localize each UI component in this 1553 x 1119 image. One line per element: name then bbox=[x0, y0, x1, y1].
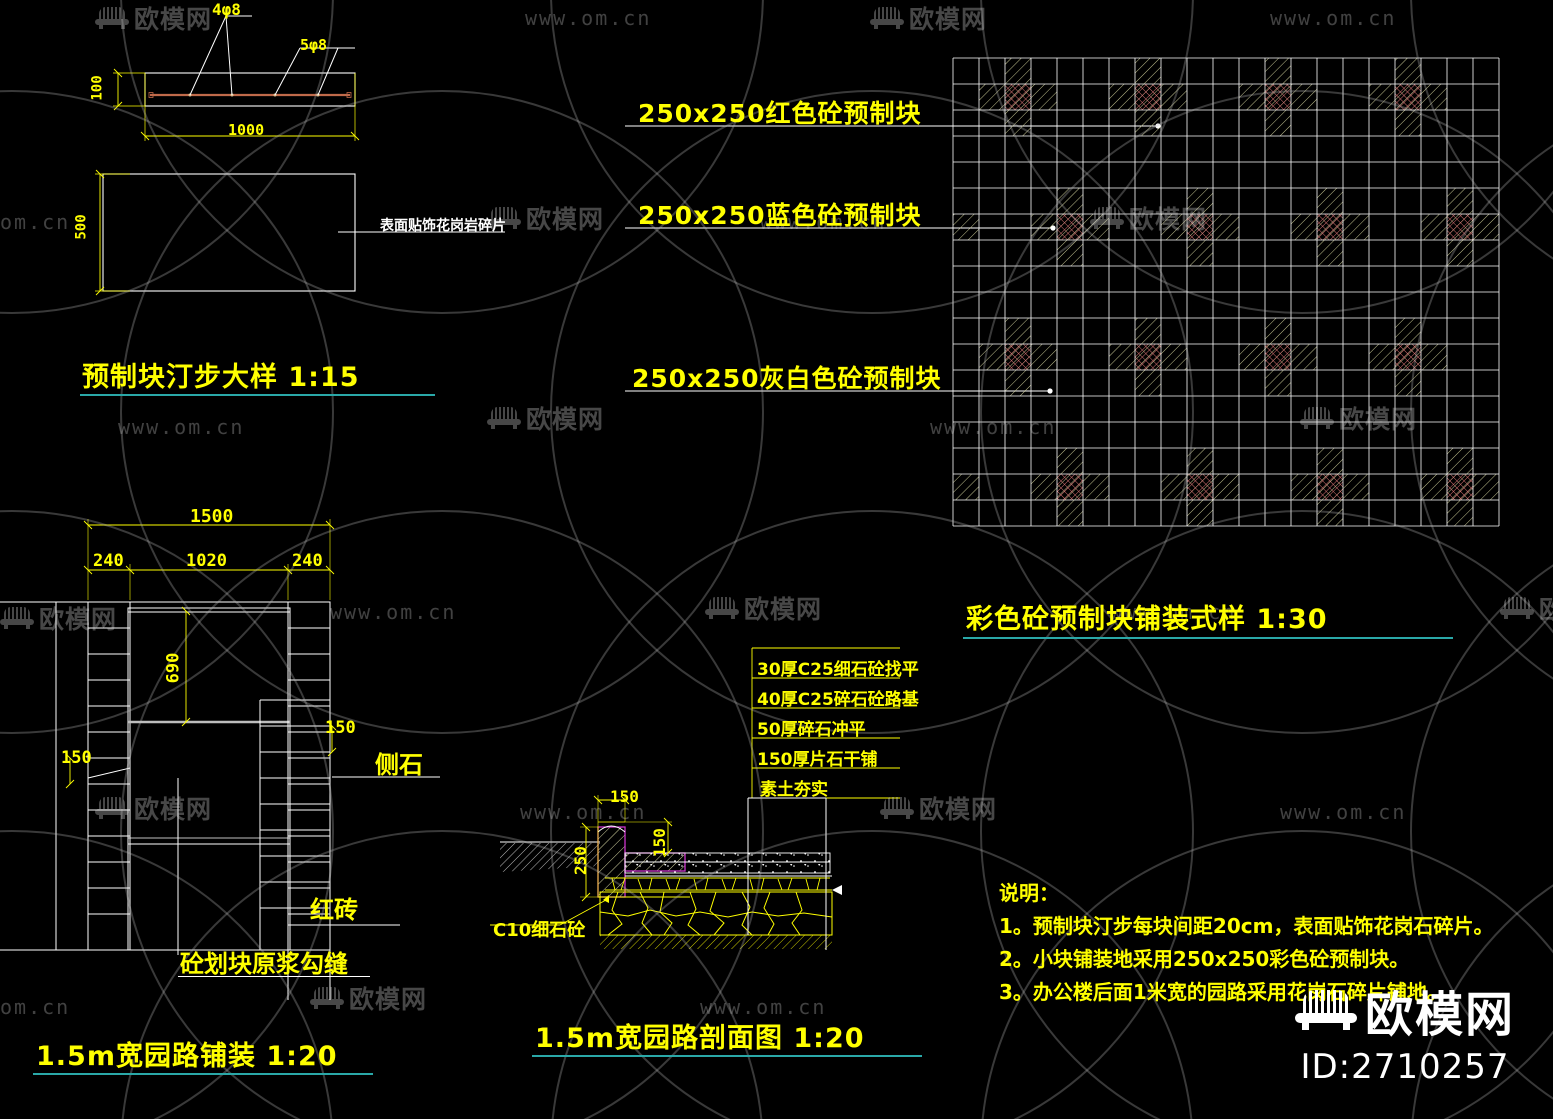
paving-cell bbox=[1057, 500, 1083, 526]
paving-cell bbox=[1161, 474, 1187, 500]
paving-cell bbox=[1005, 58, 1031, 84]
paving-cell bbox=[1161, 84, 1187, 110]
paving-cell bbox=[1421, 474, 1447, 500]
paving-cell bbox=[1421, 214, 1447, 240]
paving-cell bbox=[979, 344, 1005, 370]
paving-cell bbox=[1031, 214, 1057, 240]
paving-cell bbox=[1057, 240, 1083, 266]
stepstone-detail-drawing bbox=[95, 15, 505, 296]
paving-cell bbox=[1161, 214, 1187, 240]
paving-cell bbox=[1083, 474, 1109, 500]
paving-cell bbox=[1265, 318, 1291, 344]
paving-cell bbox=[1109, 84, 1135, 110]
paving-cell bbox=[1057, 474, 1083, 500]
paving-cell bbox=[1473, 474, 1499, 500]
paving-cell bbox=[1291, 214, 1317, 240]
paving-cell bbox=[953, 214, 979, 240]
paving-cell bbox=[1135, 344, 1161, 370]
paving-cell bbox=[1473, 214, 1499, 240]
paving-cell bbox=[1031, 84, 1057, 110]
paving-cell bbox=[1213, 474, 1239, 500]
paving-cell bbox=[1057, 214, 1083, 240]
watermark-primary: 欧模网 ID:2710257 bbox=[1295, 975, 1515, 1087]
paving-cell bbox=[1265, 58, 1291, 84]
paving-cell bbox=[1187, 188, 1213, 214]
paving-cell bbox=[1213, 214, 1239, 240]
paving-cell bbox=[1447, 214, 1473, 240]
paving-cell bbox=[1083, 214, 1109, 240]
paving-cell bbox=[1395, 84, 1421, 110]
paving-cell bbox=[1421, 84, 1447, 110]
paving-cell bbox=[1135, 370, 1161, 396]
paving-cell bbox=[1395, 110, 1421, 136]
paving-cell bbox=[1317, 448, 1343, 474]
paving-cell bbox=[1447, 500, 1473, 526]
paving-cell bbox=[1135, 318, 1161, 344]
paving-cell bbox=[953, 474, 979, 500]
road-plan-drawing bbox=[0, 519, 440, 1000]
paving-cell bbox=[1187, 240, 1213, 266]
paving-cell bbox=[1343, 214, 1369, 240]
paving-cell bbox=[1187, 214, 1213, 240]
paving-cell bbox=[1135, 110, 1161, 136]
paving-cell bbox=[1447, 448, 1473, 474]
paving-cell bbox=[1265, 370, 1291, 396]
paving-cell bbox=[1369, 84, 1395, 110]
watermark-brand-text: 欧模网 bbox=[1365, 987, 1516, 1043]
paving-cell bbox=[1135, 84, 1161, 110]
paving-cell bbox=[1447, 188, 1473, 214]
paving-cell bbox=[1135, 58, 1161, 84]
paving-cell bbox=[1317, 214, 1343, 240]
paving-cell bbox=[1109, 344, 1135, 370]
paving-cell bbox=[1291, 84, 1317, 110]
paving-cell bbox=[1395, 318, 1421, 344]
paving-cell bbox=[1265, 84, 1291, 110]
paving-cell bbox=[1161, 344, 1187, 370]
paving-cell bbox=[1057, 448, 1083, 474]
paving-cell bbox=[1187, 500, 1213, 526]
paving-cell bbox=[1005, 318, 1031, 344]
paving-cell bbox=[1317, 240, 1343, 266]
road-section-drawing bbox=[490, 647, 900, 950]
paving-cell bbox=[1239, 84, 1265, 110]
paving-cell bbox=[1265, 110, 1291, 136]
paving-cell bbox=[1317, 188, 1343, 214]
paving-cell bbox=[1031, 344, 1057, 370]
paving-cell bbox=[1239, 344, 1265, 370]
watermark-id: ID:2710257 bbox=[1300, 1047, 1510, 1087]
sofa-icon bbox=[1295, 990, 1357, 1030]
paving-pattern-grid bbox=[952, 57, 1500, 527]
paving-cell bbox=[1317, 500, 1343, 526]
paving-cell bbox=[1343, 474, 1369, 500]
paving-cell bbox=[1447, 474, 1473, 500]
paving-cell bbox=[1187, 474, 1213, 500]
paving-cell bbox=[1005, 84, 1031, 110]
paving-cell bbox=[1005, 110, 1031, 136]
paving-cell bbox=[1187, 448, 1213, 474]
paving-cell bbox=[1395, 344, 1421, 370]
paving-cell bbox=[1447, 240, 1473, 266]
paving-cell bbox=[1057, 188, 1083, 214]
paving-cell bbox=[1291, 344, 1317, 370]
paving-cell bbox=[1421, 344, 1447, 370]
paving-cell bbox=[1369, 344, 1395, 370]
paving-cell bbox=[1291, 474, 1317, 500]
paving-cell bbox=[1395, 58, 1421, 84]
paving-cell bbox=[1031, 474, 1057, 500]
paving-cell bbox=[979, 84, 1005, 110]
paving-cell bbox=[1317, 474, 1343, 500]
paving-cell bbox=[1395, 370, 1421, 396]
paving-cell bbox=[1265, 344, 1291, 370]
paving-cell bbox=[1005, 344, 1031, 370]
paving-cell bbox=[1005, 370, 1031, 396]
